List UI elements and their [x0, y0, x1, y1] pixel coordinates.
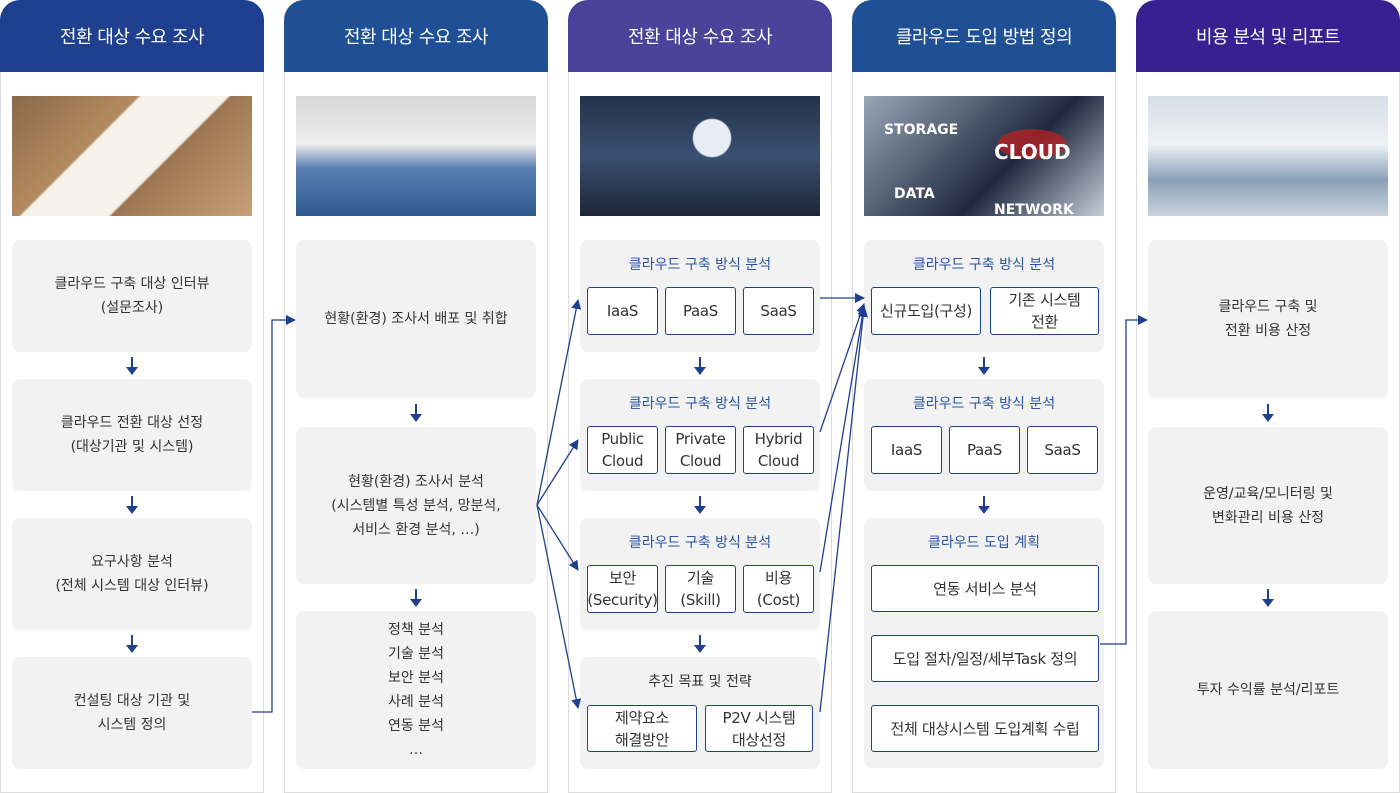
step-box: 클라우드 구축 대상 인터뷰 (설문조사): [12, 240, 252, 352]
option-box: P2V 시스템 대상선정: [705, 705, 813, 752]
column-image: [296, 96, 536, 216]
step-box: 현황(환경) 조사서 분석 (시스템별 특성 분석, 망분석, 서비스 환경 분…: [296, 427, 536, 584]
group-title: 추진 목표 및 전략: [648, 674, 752, 690]
column-header: 클라우드 도입 방법 정의: [852, 0, 1116, 72]
option-box: 연동 서비스 분석: [871, 565, 1099, 612]
option-box: 전체 대상시스템 도입계획 수립: [871, 705, 1099, 752]
step-box: 정책 분석 기술 분석 보안 분석 사례 분석 연동 분석 …: [296, 611, 536, 769]
option-box: 보안 (Security): [587, 565, 658, 613]
step-box: 운영/교육/모니터링 및 변화관리 비용 산정: [1148, 427, 1388, 584]
option-box: PaaS: [665, 287, 736, 335]
down-arrow-icon: [694, 634, 706, 653]
image-label: CLOUD: [994, 140, 1071, 164]
option-box: 도입 절차/일정/세부Task 정의: [871, 635, 1099, 682]
option-box: 기술 (Skill): [665, 565, 736, 613]
option-box: 신규도입(구성): [871, 287, 981, 335]
down-arrow-icon: [126, 495, 138, 514]
option-box: 제약요소 해결방안: [587, 705, 697, 752]
column-header: 전환 대상 수요 조사: [284, 0, 548, 72]
option-box: Hybrid Cloud: [743, 426, 814, 474]
down-arrow-icon: [126, 634, 138, 653]
image-label: STORAGE: [884, 122, 959, 138]
image-label: DATA: [894, 186, 935, 202]
down-arrow-icon: [978, 356, 990, 375]
down-arrow-icon: [410, 403, 422, 422]
down-arrow-icon: [1262, 403, 1274, 422]
down-arrow-icon: [1262, 588, 1274, 607]
step-box: 요구사항 분석 (전체 시스템 대상 인터뷰): [12, 518, 252, 630]
group-title: 클라우드 구축 방식 분석: [912, 257, 1056, 273]
column-cloud-adoption-method: 클라우드 도입 방법 정의 STORAGE CLOUD DATA NETWORK 클라우드…: [852, 0, 1116, 793]
step-box: 현황(환경) 조사서 배포 및 취합: [296, 240, 536, 398]
group-title: 클라우드 구축 방식 분석: [628, 396, 772, 412]
image-label: NETWORK: [994, 202, 1074, 216]
option-box: 비용 (Cost): [743, 565, 814, 613]
column-image: [580, 96, 820, 216]
option-box: Public Cloud: [587, 426, 658, 474]
option-box: SaaS: [743, 287, 814, 335]
step-box: 투자 수익률 분석/리포트: [1148, 611, 1388, 769]
down-arrow-icon: [694, 495, 706, 514]
column-image: [1148, 96, 1388, 216]
option-box: IaaS: [871, 426, 942, 474]
step-box: 클라우드 구축 및 전환 비용 산정: [1148, 240, 1388, 398]
step-box: 클라우드 전환 대상 선정 (대상기관 및 시스템): [12, 379, 252, 491]
option-box: Private Cloud: [665, 426, 736, 474]
option-box: 기존 시스템 전환: [990, 287, 1099, 335]
column-image: [12, 96, 252, 216]
group-title: 클라우드 구축 방식 분석: [628, 535, 772, 551]
step-box: 컨설팅 대상 기관 및 시스템 정의: [12, 657, 252, 769]
down-arrow-icon: [978, 495, 990, 514]
option-box: SaaS: [1027, 426, 1098, 474]
column-header: 전환 대상 수요 조사: [0, 0, 264, 72]
group-title: 클라우드 도입 계획: [928, 535, 1040, 551]
down-arrow-icon: [126, 356, 138, 375]
column-header: 전환 대상 수요 조사: [568, 0, 832, 72]
group-title: 클라우드 구축 방식 분석: [912, 396, 1056, 412]
group-title: 클라우드 구축 방식 분석: [628, 257, 772, 273]
option-box: IaaS: [587, 287, 658, 335]
column-header: 비용 분석 및 리포트: [1136, 0, 1400, 72]
down-arrow-icon: [410, 588, 422, 607]
down-arrow-icon: [694, 356, 706, 375]
option-box: PaaS: [949, 426, 1020, 474]
column-image: STORAGE CLOUD DATA NETWORK: [864, 96, 1104, 216]
